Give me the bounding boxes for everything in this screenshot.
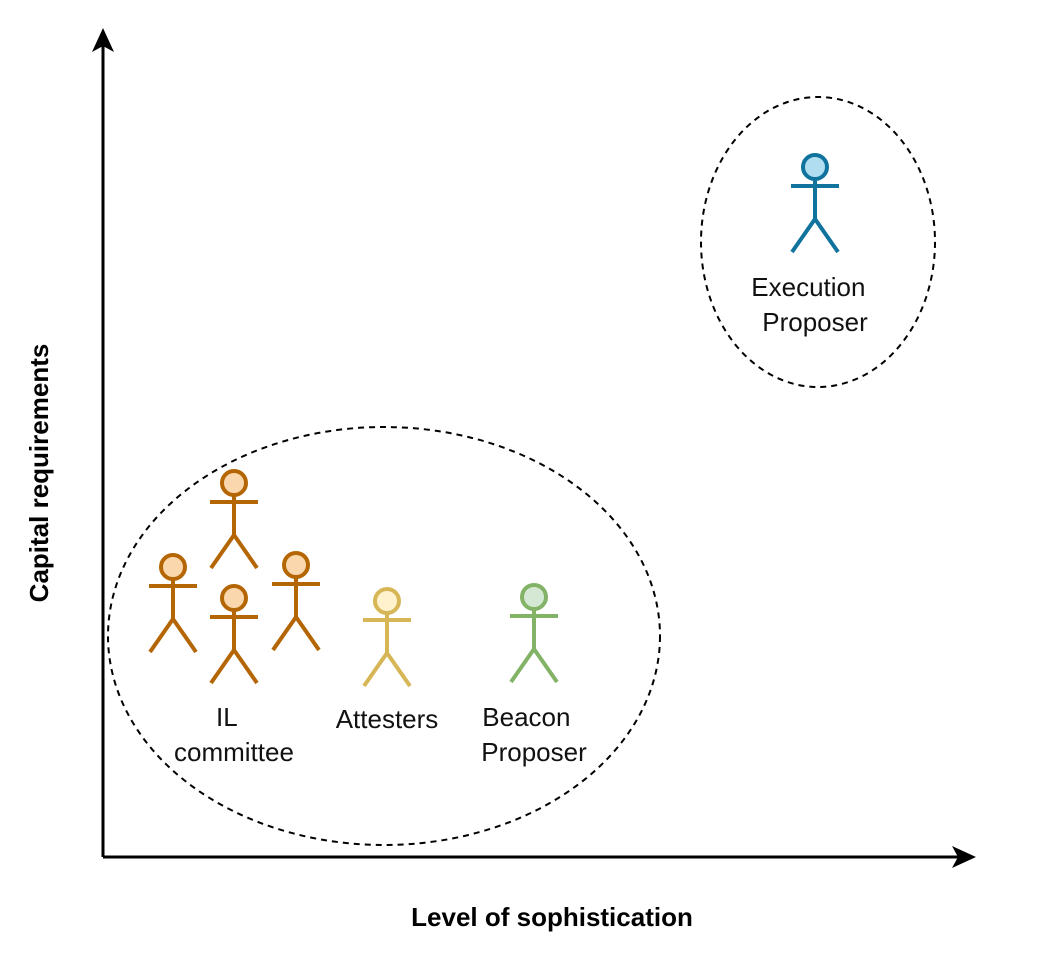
il-committee: IL committee — [148, 469, 321, 767]
il-committee-figure-top — [209, 469, 259, 570]
beacon-proposer: Beacon Proposer — [481, 583, 587, 767]
beacon-group-ellipse — [107, 426, 661, 846]
beacon-proposer-label-line-2: Proposer — [481, 737, 587, 767]
execution-proposer-label: Execution Proposer — [751, 272, 872, 337]
stick-figure-head — [220, 584, 248, 612]
attesters: Attesters — [336, 587, 439, 734]
il-committee-figure-right — [271, 551, 321, 652]
execution-proposer-figure — [790, 153, 840, 254]
y-axis-title: Capital requirements — [24, 344, 54, 603]
stick-figure-left-leg — [509, 647, 536, 684]
stick-figure-right-leg — [232, 648, 259, 685]
stick-figure-head — [801, 153, 829, 181]
stick-figure-head — [373, 587, 401, 615]
y-axis-arrowhead — [92, 28, 114, 52]
x-axis-arrowhead — [952, 846, 976, 868]
il-committee-figure-bottom — [209, 584, 259, 685]
stick-figure-right-leg — [294, 615, 321, 652]
attesters-figure — [362, 587, 412, 688]
attesters-label-line-1: Attesters — [336, 704, 439, 734]
stick-figure-head — [220, 469, 248, 497]
stick-figure-left-leg — [148, 617, 175, 654]
stick-figure-right-leg — [171, 617, 198, 654]
beacon-proposer-label-line-1: Beacon — [482, 702, 570, 732]
x-axis-title: Level of sophistication — [411, 902, 693, 932]
stick-figure-head — [159, 553, 187, 581]
stick-figure-left-leg — [209, 533, 236, 570]
il-committee-figure-left — [148, 553, 198, 654]
axes — [92, 28, 976, 868]
il-committee-label-line-2: committee — [174, 737, 294, 767]
stick-figure-right-leg — [813, 217, 840, 254]
stick-figure-left-leg — [362, 651, 389, 688]
stick-figure-right-leg — [532, 647, 559, 684]
execution-proposer-label-line-1: Execution — [751, 272, 865, 302]
stick-figure-left-leg — [790, 217, 817, 254]
beacon-proposer-label: Beacon Proposer — [481, 702, 587, 767]
execution-group-ellipse — [700, 96, 936, 388]
stick-figure-head — [520, 583, 548, 611]
stick-figure-head — [282, 551, 310, 579]
execution-proposer: Execution Proposer — [751, 153, 872, 337]
execution-proposer-label-line-2: Proposer — [762, 307, 868, 337]
il-committee-label: IL committee — [174, 702, 294, 767]
il-committee-label-line-1: IL — [216, 702, 237, 732]
stick-figure-right-leg — [232, 533, 259, 570]
stick-figure-left-leg — [209, 648, 236, 685]
attesters-label: Attesters — [336, 704, 439, 734]
beacon-proposer-figure — [509, 583, 559, 684]
stick-figure-left-leg — [271, 615, 298, 652]
stick-figure-right-leg — [385, 651, 412, 688]
